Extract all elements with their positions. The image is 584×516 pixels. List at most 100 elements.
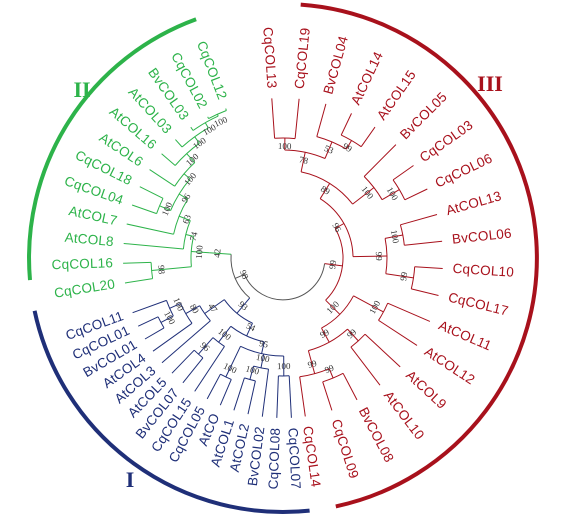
tree-branch-72 bbox=[123, 243, 184, 250]
bootstrap-value: 99 bbox=[306, 358, 318, 370]
bootstrap-value: 100 bbox=[367, 299, 382, 316]
clade-label-II: II bbox=[73, 77, 90, 102]
leaf-label: CqCOL19 bbox=[292, 27, 313, 90]
tree-branch-82 bbox=[161, 153, 176, 166]
bootstrap-value: 54 bbox=[245, 321, 258, 334]
tree-branch-19 bbox=[400, 214, 438, 226]
bootstrap-value: 99 bbox=[318, 327, 331, 340]
tree-branch-62 bbox=[160, 315, 174, 323]
bootstrap-value: 78 bbox=[298, 154, 309, 166]
tree-branch-8 bbox=[316, 103, 327, 137]
leaf-label: AtCOL9 bbox=[403, 368, 449, 413]
bootstrap-value: 99 bbox=[345, 327, 359, 341]
bootstrap-value: 100 bbox=[278, 141, 292, 151]
tree-branch-37 bbox=[234, 273, 245, 279]
tree-branch-12 bbox=[352, 187, 375, 205]
tree-branch-86 bbox=[190, 126, 194, 131]
leaf-label: BvCOL04 bbox=[320, 34, 351, 96]
bootstrap-value: 99 bbox=[398, 271, 409, 282]
tree-node-arc-2 bbox=[319, 198, 354, 257]
bootstrap-value: 99 bbox=[323, 362, 336, 375]
bootstrap-value: 89 bbox=[319, 184, 332, 198]
tree-branch-50 bbox=[219, 379, 232, 406]
leaf-label: AtCOL11 bbox=[437, 318, 494, 354]
tree-branch-33 bbox=[328, 368, 334, 379]
clade-label-I: I bbox=[126, 467, 135, 492]
tree-branch-42 bbox=[288, 375, 292, 418]
tree-branch-68 bbox=[151, 266, 192, 271]
leaf-label: AtCOL15 bbox=[374, 67, 419, 122]
tree-node-arc-29 bbox=[199, 305, 211, 322]
leaf-label: CqCOL08 bbox=[266, 428, 283, 490]
leaf-label: CqCOL06 bbox=[433, 151, 495, 191]
clade-arc-II bbox=[27, 17, 197, 281]
tree-node-arc-34 bbox=[190, 236, 195, 267]
leaf-label: AtCOL10 bbox=[381, 388, 427, 442]
tree-branch-58 bbox=[161, 320, 211, 364]
tree-branch-29 bbox=[347, 328, 359, 342]
bootstrap-value: 47 bbox=[206, 301, 220, 315]
tree-branch-55 bbox=[182, 357, 204, 384]
tree-branch-69 bbox=[124, 278, 153, 284]
tree-node-arc-5 bbox=[274, 137, 296, 140]
tree-branch-36 bbox=[299, 376, 306, 417]
tree-node-arc-21 bbox=[230, 325, 265, 343]
tree-branch-66 bbox=[209, 252, 232, 255]
bootstrap-value: 99 bbox=[374, 252, 384, 262]
tree-branch-64 bbox=[137, 316, 159, 327]
leaf-label: CqCOL10 bbox=[452, 261, 514, 280]
tree-branch-61 bbox=[169, 302, 181, 309]
tree-branch-77 bbox=[131, 204, 157, 215]
tree-branch-78 bbox=[139, 186, 164, 199]
tree-branch-26 bbox=[387, 302, 431, 322]
tree-branch-59 bbox=[185, 305, 200, 315]
tree-node-arc-3 bbox=[300, 171, 353, 205]
bootstrap-value: 96 bbox=[330, 221, 343, 234]
bootstrap-value: 100 bbox=[162, 309, 177, 326]
tree-node-arc-25 bbox=[244, 377, 256, 382]
bootstrap-value: 99 bbox=[341, 141, 354, 154]
bootstrap-value: 100 bbox=[194, 244, 205, 259]
tree-branch-39 bbox=[246, 322, 253, 337]
tree-branch-79 bbox=[183, 173, 191, 180]
leaf-label: CqCOL16 bbox=[51, 255, 113, 272]
leaf-label: CqCOL07 bbox=[285, 427, 303, 489]
tree-node-arc-26 bbox=[220, 373, 232, 380]
tree-branch-5 bbox=[271, 98, 276, 139]
bootstrap-value: 98 bbox=[238, 268, 251, 281]
tree-branch-74 bbox=[126, 223, 174, 235]
clade-arc-I bbox=[32, 310, 310, 514]
bootstrap-value: 100 bbox=[216, 326, 233, 342]
leaf-label: AtCOL13 bbox=[444, 188, 503, 218]
tree-branch-23 bbox=[411, 288, 439, 296]
tree-branch-67 bbox=[191, 251, 210, 254]
tree-branch-56 bbox=[171, 349, 195, 374]
bootstrap-value: 63 bbox=[180, 213, 193, 226]
tree-node-arc-12 bbox=[410, 266, 416, 290]
tree-branch-81 bbox=[186, 153, 196, 163]
tree-branch-18 bbox=[385, 234, 403, 239]
leaf-label: CqCOL09 bbox=[329, 417, 362, 480]
tree-node-arc-8 bbox=[363, 176, 383, 200]
tree-branch-83 bbox=[194, 136, 200, 144]
tree-branch-2 bbox=[319, 183, 331, 199]
tree-branch-3 bbox=[300, 152, 306, 173]
bootstrap-value: 100 bbox=[245, 363, 261, 376]
tree-branch-57 bbox=[204, 299, 225, 314]
tree-branch-6 bbox=[294, 98, 300, 139]
tree-branch-30 bbox=[364, 333, 401, 368]
tree-branch-76 bbox=[159, 205, 171, 211]
tree-branch-10 bbox=[340, 113, 352, 136]
leaf-label: AtCOL8 bbox=[64, 230, 114, 249]
tree-branch-1 bbox=[334, 223, 345, 229]
tree-branch-21 bbox=[385, 273, 414, 279]
leaf-label: BvCOL08 bbox=[356, 405, 397, 465]
leaf-label: CqCOL13 bbox=[260, 27, 279, 89]
bootstrap-value: 100 bbox=[222, 361, 239, 376]
leaf-label: BvCOL06 bbox=[451, 226, 512, 247]
leaf-label: CqCOL17 bbox=[447, 290, 510, 319]
leaf-label: AtCOL14 bbox=[348, 49, 386, 107]
tree-node-arc-32 bbox=[157, 316, 165, 329]
tree-branch-53 bbox=[194, 346, 225, 392]
